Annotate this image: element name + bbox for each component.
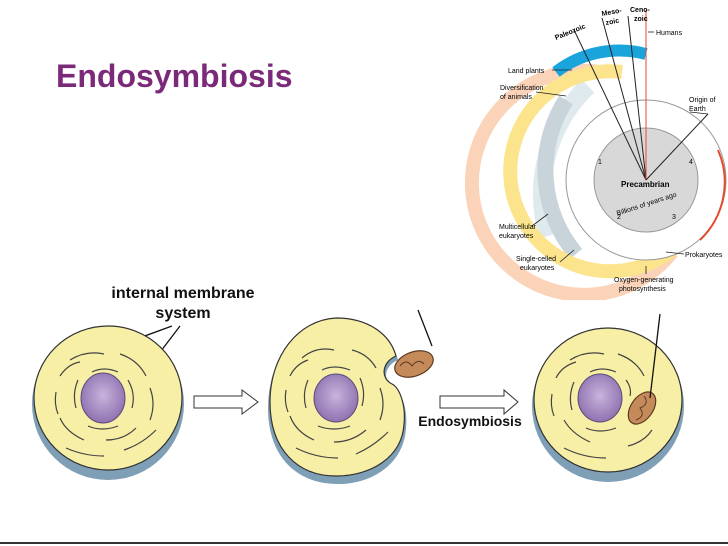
- oxygen-label-1: Oxygen-generating: [614, 277, 674, 284]
- arrow-1: [193, 389, 259, 415]
- origin-tick-arc: [699, 149, 726, 241]
- bacterium-pointer: [417, 309, 433, 347]
- endosymbiosis-cells-diagram: internal membrane system: [32, 285, 684, 484]
- single-celled-label-2: eukaryotes: [520, 265, 555, 272]
- mitochondrion-pointer: [649, 313, 661, 399]
- cell-2-membranes: [284, 348, 389, 459]
- mitochondrion: [627, 391, 657, 425]
- single-celled-leader: [559, 249, 575, 263]
- mesozoic-pointer: [601, 17, 647, 181]
- tick-3: 3: [672, 214, 676, 221]
- land-plants-label: Land plants: [508, 68, 545, 75]
- land-plants-ring: [552, 44, 648, 77]
- arrow-2: [439, 388, 519, 416]
- origin-leader: [689, 111, 709, 115]
- mitochondrion-folds: [635, 395, 647, 421]
- precambrian-label: Precambrian: [621, 180, 670, 189]
- single-celled-label-1: Single-celled: [516, 256, 556, 263]
- diversification-label-2: of animals: [500, 94, 532, 101]
- process-label: Endosymbiosis: [418, 413, 522, 429]
- cell-3: [532, 313, 684, 482]
- annotation-line-2: system: [155, 305, 210, 322]
- oxygen-label-2: photosynthesis: [619, 286, 666, 293]
- bottom-rule: [0, 542, 728, 544]
- cell-3-nucleus: [577, 373, 623, 423]
- single-celled-ring: [537, 95, 583, 260]
- prokaryotes-label: Prokaryotes: [685, 252, 723, 259]
- prokaryotes-leader: [665, 251, 685, 255]
- slide-title: Endosymbiosis: [56, 58, 293, 94]
- tick-4: 4: [689, 159, 693, 166]
- paleozoic-pointer: [573, 29, 647, 181]
- cell-1: [32, 325, 184, 480]
- paleozoic-label: Paleozoic: [554, 23, 587, 42]
- diversification-leader: [535, 91, 567, 97]
- mesozoic-label-2: zoic: [605, 18, 620, 27]
- multicellular-leader: [531, 213, 549, 227]
- cenozoic-pointer: [627, 15, 647, 181]
- cell-2: [268, 309, 434, 484]
- oxygen-ring: [464, 63, 678, 300]
- engulfed-bacterium-folds: [399, 360, 425, 367]
- mesozoic-label-1: Meso-: [601, 7, 623, 18]
- humans-label: Humans: [656, 30, 683, 37]
- cell-1-membranes: [54, 352, 157, 457]
- cenozoic-label-1: Ceno-: [630, 7, 651, 14]
- cell-1-nucleus: [80, 372, 126, 424]
- cenozoic-label-2: zoic: [634, 16, 648, 23]
- annotation-line-1: internal membrane: [111, 285, 254, 302]
- cell-2-nucleus: [313, 373, 359, 423]
- geologic-clock-diagram: Paleozoic Meso- zoic Ceno- zoic Humans L…: [464, 7, 727, 300]
- cell-3-membranes: [550, 352, 653, 459]
- origin-label-2: Earth: [689, 106, 706, 113]
- multicellular-label-1: Multicellular: [499, 224, 537, 231]
- tick-1: 1: [598, 159, 602, 166]
- origin-pointer: [645, 113, 709, 181]
- tick-2: 2: [617, 214, 621, 221]
- origin-label-1: Origin of: [689, 97, 716, 104]
- diversification-label-1: Diversification: [500, 85, 544, 92]
- multicellular-label-2: eukaryotes: [499, 233, 534, 240]
